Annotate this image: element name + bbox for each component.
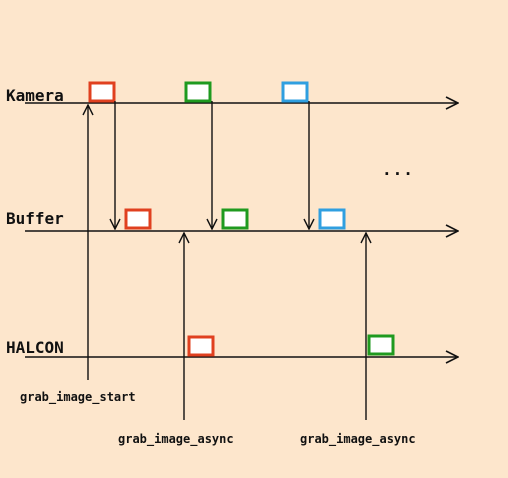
kamera-frame-red — [88, 81, 116, 103]
buffer-frame-red — [124, 208, 152, 230]
ellipsis: ... — [382, 160, 414, 179]
buffer-frame-blue — [318, 208, 346, 230]
kamera-frame-blue — [281, 81, 309, 103]
lane-label-buffer: Buffer — [6, 209, 64, 228]
call-label-grab-image-start: grab_image_start — [20, 390, 136, 404]
lane-label-kamera: Kamera — [6, 86, 64, 105]
halcon-frame-red — [187, 335, 215, 357]
kamera-frame-green — [184, 81, 212, 103]
buffer-frame-green — [221, 208, 249, 230]
call-label-grab-image-async-2: grab_image_async — [300, 432, 416, 446]
call-label-grab-image-async-1: grab_image_async — [118, 432, 234, 446]
lane-label-halcon: HALCON — [6, 338, 64, 357]
halcon-frame-green — [367, 334, 395, 356]
